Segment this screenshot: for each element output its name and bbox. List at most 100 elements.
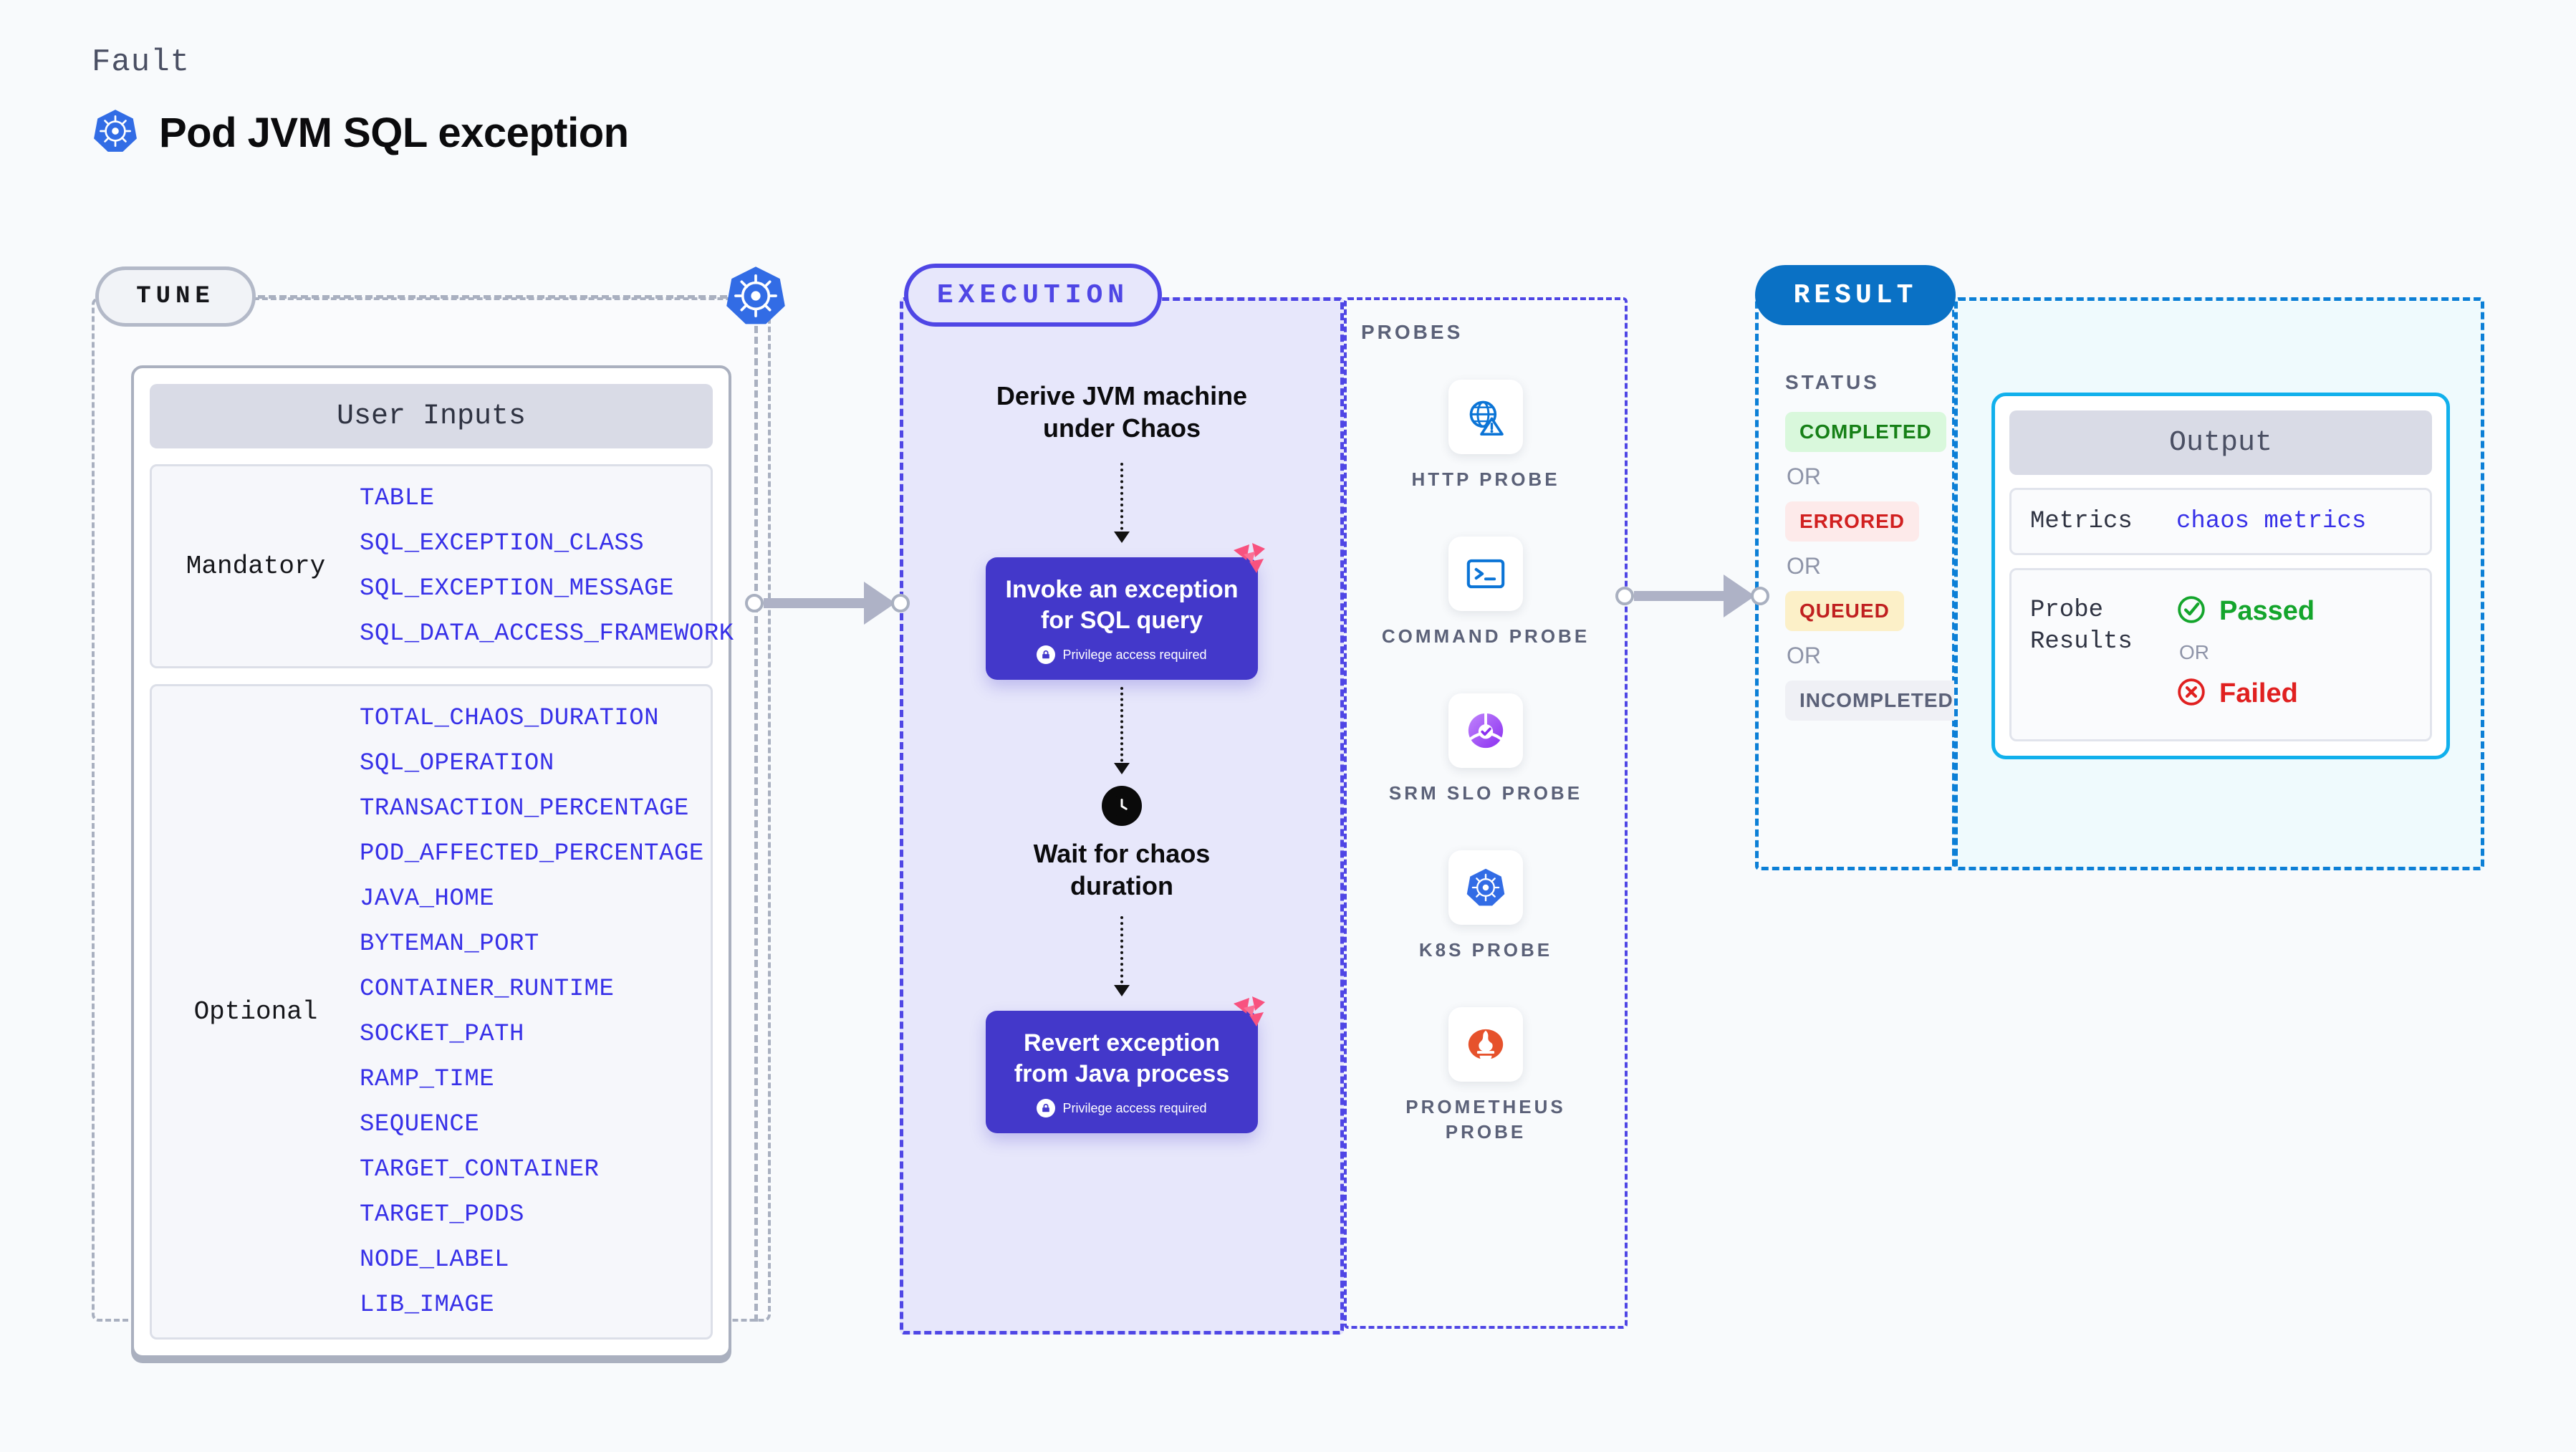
probe-label: K8S PROBE	[1418, 939, 1553, 961]
flow-arrow	[1114, 687, 1130, 774]
probe-command[interactable]: COMMAND PROBE	[1382, 537, 1590, 649]
connector-arrowhead	[864, 582, 895, 625]
user-inputs-card: User Inputs Mandatory TABLE SQL_EXCEPTIO…	[131, 365, 734, 1358]
privilege-note: Privilege access required	[1000, 645, 1244, 664]
optional-label: Optional	[193, 997, 318, 1027]
mandatory-param-list: TABLE SQL_EXCEPTION_CLASS SQL_EXCEPTION_…	[360, 485, 734, 648]
param-item[interactable]: SOCKET_PATH	[360, 1021, 524, 1048]
execution-wait-step: Wait for chaos duration	[1004, 786, 1240, 902]
probe-http[interactable]: HTTP PROBE	[1411, 380, 1559, 492]
param-item[interactable]: SEQUENCE	[360, 1111, 480, 1138]
privilege-text: Privilege access required	[1062, 1100, 1207, 1115]
tune-dashed-connector	[258, 295, 738, 299]
execution-card-invoke[interactable]: Invoke an exception for SQL query Privil…	[986, 543, 1265, 680]
connector-dot	[745, 594, 764, 612]
execution-step-wait: Wait for chaos duration	[1033, 839, 1211, 900]
or-separator: OR	[1787, 463, 1821, 489]
probe-prometheus[interactable]: PROMETHEUS PROBE	[1378, 1007, 1593, 1145]
status-badge-incompleted: INCOMPLETED	[1785, 681, 1968, 721]
probe-k8s[interactable]: K8S PROBE	[1419, 850, 1552, 963]
probe-srm-slo[interactable]: SRM SLO PROBE	[1389, 693, 1582, 806]
mandatory-label: Mandatory	[186, 552, 326, 581]
tune-pill: TUNE	[95, 266, 256, 327]
param-item[interactable]: TARGET_CONTAINER	[360, 1156, 600, 1183]
probes-list: HTTP PROBE COMMAND PROBE	[1344, 380, 1628, 1145]
status-list: COMPLETED OR ERRORED OR QUEUED OR INCOMP…	[1785, 412, 1968, 721]
execution-card-revert[interactable]: Revert exception from Java process Privi…	[986, 996, 1265, 1133]
optional-params-box: Optional TOTAL_CHAOS_DURATION SQL_OPERAT…	[150, 684, 713, 1340]
kubernetes-icon	[1448, 850, 1523, 925]
srm-slo-icon	[1448, 693, 1523, 769]
connector-dot	[1615, 587, 1634, 605]
param-item[interactable]: TOTAL_CHAOS_DURATION	[360, 705, 660, 732]
connector-dot	[891, 594, 910, 612]
lock-icon	[1037, 645, 1056, 664]
probe-result-passed: Passed	[2176, 595, 2315, 628]
litmus-logo-icon	[1231, 994, 1268, 1031]
param-item[interactable]: SQL_OPERATION	[360, 750, 554, 777]
metrics-row: Metrics chaos metrics	[2009, 488, 2432, 556]
param-item[interactable]: NODE_LABEL	[360, 1246, 510, 1274]
tune-vertical-dashed-line	[754, 326, 758, 1322]
kubernetes-icon	[724, 264, 788, 328]
flow-arrow	[1114, 916, 1130, 996]
param-item[interactable]: POD_AFFECTED_PERCENTAGE	[360, 840, 704, 867]
param-item[interactable]: TABLE	[360, 485, 435, 512]
metrics-value[interactable]: chaos metrics	[2176, 508, 2367, 536]
optional-param-list: TOTAL_CHAOS_DURATION SQL_OPERATION TRANS…	[360, 705, 704, 1319]
execution-pill: EXECUTION	[904, 264, 1162, 327]
probe-label: HTTP PROBE	[1411, 468, 1560, 490]
passed-text: Passed	[2219, 596, 2315, 627]
flow-arrow	[1114, 463, 1130, 543]
connector-bar	[1634, 591, 1725, 601]
connector-arrowhead	[1724, 574, 1755, 617]
kubernetes-icon	[92, 107, 139, 158]
status-badge-queued: QUEUED	[1785, 591, 1904, 631]
failed-text: Failed	[2219, 678, 2298, 709]
card-title: Invoke an exception for SQL query	[1005, 576, 1239, 634]
result-panel	[1755, 297, 1956, 870]
probes-section-label: PROBES	[1361, 321, 1464, 343]
output-title: Output	[2009, 410, 2432, 475]
privilege-text: Privilege access required	[1062, 647, 1207, 662]
execution-step-derive: Derive JVM machine under Chaos	[996, 381, 1248, 443]
prometheus-icon	[1448, 1007, 1523, 1082]
fault-title-row: Pod JVM SQL exception	[92, 107, 629, 158]
probe-results-label: Probe Results	[2030, 597, 2133, 656]
probe-result-failed: Failed	[2176, 677, 2315, 711]
param-item[interactable]: TRANSACTION_PERCENTAGE	[360, 795, 689, 822]
connector-tune-to-execution	[745, 582, 910, 625]
globe-warning-icon	[1448, 380, 1523, 454]
probe-label: PROMETHEUS PROBE	[1405, 1096, 1566, 1143]
probe-results-row: Probe Results Passed OR	[2009, 568, 2432, 742]
param-item[interactable]: RAMP_TIME	[360, 1066, 495, 1093]
param-item[interactable]: LIB_IMAGE	[360, 1292, 495, 1319]
execution-flow: Derive JVM machine under Chaos Invoke an…	[900, 380, 1344, 1133]
check-circle-icon	[2176, 595, 2206, 628]
mandatory-params-box: Mandatory TABLE SQL_EXCEPTION_CLASS SQL_…	[150, 464, 734, 668]
param-item[interactable]: SQL_EXCEPTION_MESSAGE	[360, 575, 674, 602]
status-section-label: STATUS	[1785, 371, 1880, 393]
or-separator: OR	[2179, 641, 2209, 664]
connector-dot	[1751, 587, 1769, 605]
param-item[interactable]: BYTEMAN_PORT	[360, 931, 539, 958]
clock-icon	[1102, 786, 1142, 826]
param-item[interactable]: CONTAINER_RUNTIME	[360, 976, 615, 1003]
connector-bar	[764, 598, 865, 608]
lock-icon	[1037, 1099, 1056, 1117]
page-title: Pod JVM SQL exception	[159, 110, 629, 156]
or-separator: OR	[1787, 553, 1821, 579]
result-pill: RESULT	[1755, 265, 1956, 325]
probe-label: COMMAND PROBE	[1381, 625, 1590, 648]
user-inputs-title: User Inputs	[150, 384, 713, 448]
param-item[interactable]: SQL_DATA_ACCESS_FRAMEWORK	[360, 620, 734, 648]
param-item[interactable]: TARGET_PODS	[360, 1201, 524, 1229]
status-badge-completed: COMPLETED	[1785, 412, 1946, 452]
fault-kicker: Fault	[92, 44, 191, 80]
x-circle-icon	[2176, 677, 2206, 711]
litmus-logo-icon	[1231, 540, 1268, 577]
param-item[interactable]: SQL_EXCEPTION_CLASS	[360, 530, 645, 557]
or-separator: OR	[1787, 643, 1821, 668]
param-item[interactable]: JAVA_HOME	[360, 885, 495, 913]
probes-panel	[1344, 297, 1628, 1329]
